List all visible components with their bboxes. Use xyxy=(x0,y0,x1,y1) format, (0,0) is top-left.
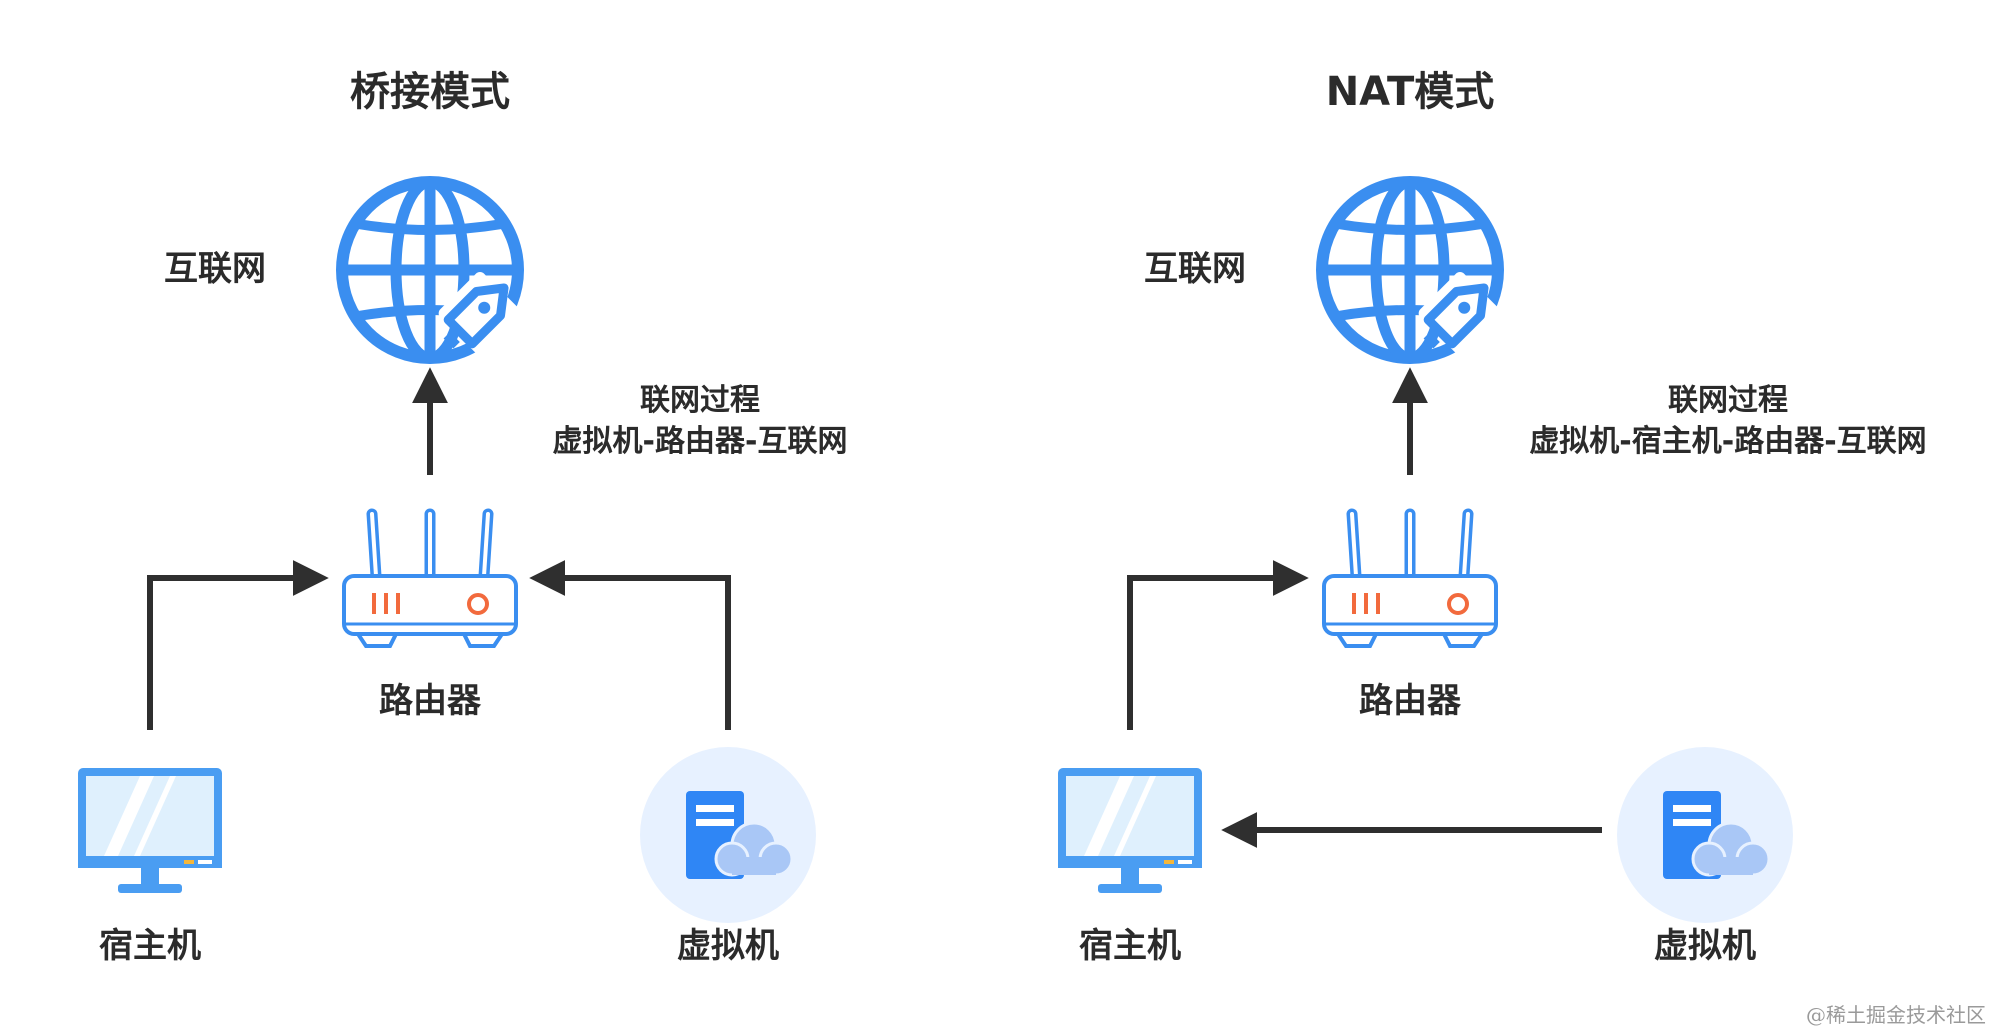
nat-note-line1: 联网过程 xyxy=(1668,383,1788,418)
bridge-router-label: 路由器 xyxy=(379,681,482,721)
vm-to-router-arrow xyxy=(529,560,731,730)
bridge-internet-label: 互联网 xyxy=(164,249,266,289)
nat-title: NAT模式 xyxy=(1326,69,1495,115)
nat-host-label: 宿主机 xyxy=(1079,926,1181,966)
bridge-note-line1: 联网过程 xyxy=(640,383,760,418)
nat-note-line2: 虚拟机-宿主机-路由器-互联网 xyxy=(1529,424,1926,459)
cloud-server-icon xyxy=(1615,745,1795,925)
watermark: @稀土掘金技术社区 xyxy=(1806,1003,1986,1027)
globe-icon xyxy=(1322,182,1505,361)
bridge-host-label: 宿主机 xyxy=(99,926,201,966)
bridge-vm-label: 虚拟机 xyxy=(677,926,779,966)
host-to-router-arrow xyxy=(1127,560,1309,730)
globe-icon xyxy=(342,182,525,361)
nat-mode-panel: NAT模式 互联网 联网过程 虚拟机-宿主机-路由器-互联网 路由器 宿主机 虚… xyxy=(1058,69,1927,966)
bridge-title: 桥接模式 xyxy=(350,69,510,115)
cloud-server-icon xyxy=(638,745,818,925)
bridge-note-line2: 虚拟机-路由器-互联网 xyxy=(553,424,848,459)
router-icon xyxy=(1324,514,1496,646)
nat-vm-label: 虚拟机 xyxy=(1654,926,1756,966)
nat-router-label: 路由器 xyxy=(1359,681,1462,721)
host-to-router-arrow xyxy=(147,560,329,730)
monitor-icon xyxy=(1058,768,1202,893)
nat-internet-label: 互联网 xyxy=(1144,249,1246,289)
bridge-mode-panel: 桥接模式 互联网 联网过程 虚拟机-路由器-互联网 路由器 宿主机 虚拟机 xyxy=(78,69,847,966)
monitor-icon xyxy=(78,768,222,893)
router-icon xyxy=(344,514,516,646)
